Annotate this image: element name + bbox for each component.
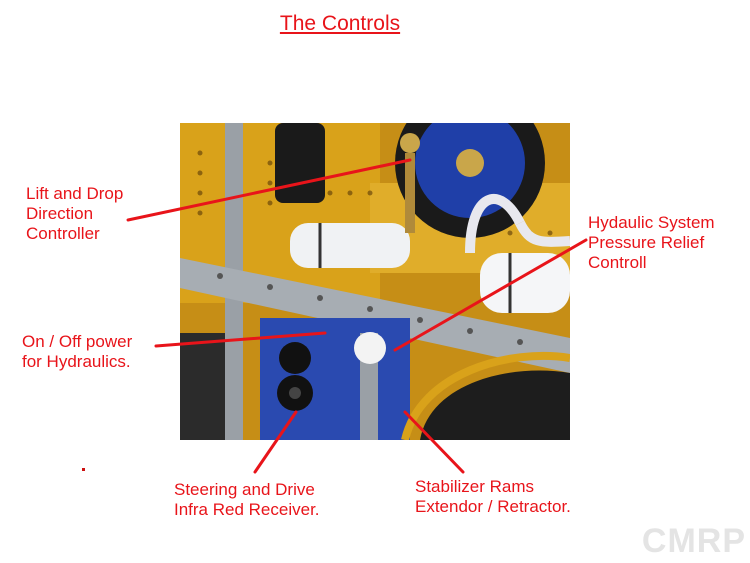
label-stabilizer-rams: Stabilizer Rams Extendor / Retractor. [415, 477, 571, 516]
label-ir-receiver: Steering and Drive Infra Red Receiver. [174, 480, 320, 519]
leader-power [154, 331, 327, 348]
ir-receiver-top [279, 342, 311, 374]
controls-photo [180, 123, 570, 440]
tyre-bottom [420, 370, 570, 440]
diagonal-strip-holes [217, 273, 523, 345]
leader-hydraulic-relief [393, 238, 588, 352]
leader-steering [253, 410, 298, 474]
label-lift-drop-controller: Lift and Drop Direction Controller [26, 184, 124, 243]
brass-valve [405, 153, 415, 233]
silver-strip-diagonal [180, 258, 570, 373]
hydraulic-ram-right [480, 253, 570, 313]
leader-stabilizer [403, 410, 465, 474]
leader-lift-drop [126, 158, 412, 222]
white-pipe [465, 194, 525, 254]
label-hydraulic-relief: Hydaulic System Pressure Relief Controll [588, 213, 715, 272]
page-title: The Controls [279, 12, 401, 35]
black-cylinder [275, 123, 325, 203]
white-star-knob [354, 332, 386, 364]
label-hydraulic-power: On / Off power for Hydraulics. [22, 332, 133, 371]
stray-dot [82, 468, 85, 471]
watermark: CMRP [641, 522, 746, 560]
